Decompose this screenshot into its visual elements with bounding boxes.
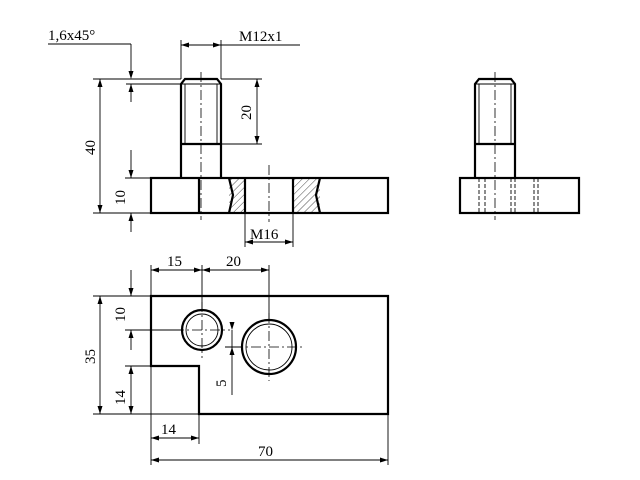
dim-notch-height-label: 14 <box>113 390 129 406</box>
dim-width-label: 35 <box>83 349 99 364</box>
dim-hole-x1: 15 <box>150 254 203 310</box>
hole-thread-label: M16 <box>250 227 279 243</box>
front-view: 1,6x45° M12x1 20 40 <box>48 28 390 247</box>
dim-notch-width: 14 <box>150 366 200 465</box>
dim-hole-offset: 5 <box>214 322 242 395</box>
dim-notch-width-label: 14 <box>161 422 177 438</box>
dim-chamfer: 1,6x45° <box>48 28 181 102</box>
dim-hole-thread: M16 <box>244 213 294 247</box>
dim-total-height-label: 40 <box>83 140 99 155</box>
dim-length-label: 70 <box>258 444 273 460</box>
dim-hole-y1-label: 10 <box>113 307 129 322</box>
chamfer-label: 1,6x45° <box>48 28 95 44</box>
top-view: 15 20 10 35 <box>83 254 390 465</box>
dim-thread-length-label: 20 <box>239 105 255 120</box>
dim-thread-diameter: M12x1 <box>180 29 300 79</box>
dim-hole-spacing-label: 20 <box>226 254 241 270</box>
dim-width: 35 <box>83 295 199 415</box>
dim-thread-length: 20 <box>221 78 262 145</box>
dim-hole-spacing: 20 <box>202 254 270 320</box>
dim-notch-height: 14 <box>113 365 151 414</box>
hole-large <box>233 313 305 381</box>
side-view <box>458 72 581 220</box>
dim-base-thickness-label: 10 <box>113 190 129 205</box>
base-plate-section <box>149 165 390 222</box>
dim-total-height: 40 <box>83 78 181 214</box>
hole-small <box>174 302 230 358</box>
dim-length: 70 <box>151 414 389 465</box>
stud <box>179 72 223 220</box>
dim-hole-offset-label: 5 <box>214 380 230 388</box>
dim-hole-y1: 10 <box>113 270 182 350</box>
dim-hole-x1-label: 15 <box>167 254 182 270</box>
dim-base-thickness: 10 <box>113 150 151 232</box>
thread-label: M12x1 <box>239 29 282 45</box>
